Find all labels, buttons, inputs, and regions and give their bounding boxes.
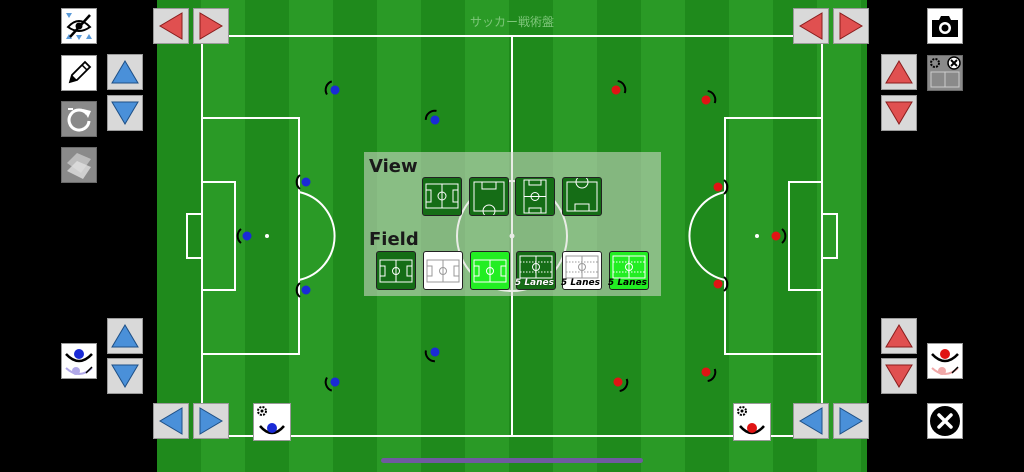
arrow-up-icon (111, 324, 139, 348)
red-down-arrow-button[interactable] (881, 95, 917, 131)
eraser-icon (67, 153, 91, 179)
field-option-white-5-lanes[interactable]: 5 Lanes (560, 251, 602, 290)
view-option-full[interactable] (422, 177, 462, 216)
close-button[interactable] (927, 403, 963, 439)
field-label: Field (369, 229, 419, 250)
arrow-right-icon (839, 407, 863, 435)
blue-team-settings-button[interactable] (253, 403, 291, 441)
field-option-bright-5-lanes[interactable]: 5 Lanes (607, 251, 649, 290)
red-left-arrow-button-top[interactable] (153, 8, 189, 44)
camera-icon (932, 16, 958, 37)
view-option-full-vertical[interactable] (515, 177, 555, 216)
red-formation-button[interactable] (927, 343, 963, 379)
settings-close-icon (930, 56, 961, 88)
right-goal (821, 213, 838, 259)
right-penalty-spot (755, 234, 759, 238)
arrow-up-icon (111, 60, 139, 84)
red-right-arrow-button-right-top[interactable] (833, 8, 869, 44)
blue-up-arrow-button-bottom[interactable] (107, 318, 143, 354)
rotate-icon (67, 108, 91, 132)
view-field-panel: View Field 5 Lanes 5 Lanes 5 Lanes (364, 152, 661, 296)
home-indicator[interactable] (381, 458, 643, 463)
field-option-white[interactable] (423, 251, 463, 290)
eraser-button[interactable] (61, 147, 97, 183)
arrow-left-icon (799, 407, 823, 435)
red-right-arrow-button-top[interactable] (193, 8, 229, 44)
blue-left-arrow-button-right-bottom[interactable] (793, 403, 829, 439)
left-goal (186, 213, 203, 259)
blue-down-arrow-button-bottom[interactable] (107, 358, 143, 394)
left-penalty-spot (265, 234, 269, 238)
field-option-dark-5-lanes[interactable]: 5 Lanes (514, 251, 556, 290)
left-penalty-box (201, 117, 300, 355)
arrow-right-icon (199, 12, 223, 40)
field-option-label: 5 Lanes (560, 278, 600, 288)
left-goal-area (201, 181, 236, 291)
arrow-up-icon (885, 324, 913, 348)
view-option-half-bottom[interactable] (469, 177, 509, 218)
visibility-toggle-icon (66, 13, 92, 40)
arrow-up-icon (885, 60, 913, 84)
pencil-icon (68, 60, 92, 84)
red-team-gear-icon (737, 406, 765, 435)
arrow-left-icon (159, 407, 183, 435)
field-option-label: 5 Lanes (607, 278, 647, 288)
arrow-right-icon (839, 12, 863, 40)
view-label: View (369, 156, 418, 177)
visibility-toggle-button[interactable] (61, 8, 97, 44)
arrow-down-icon (111, 364, 139, 388)
red-team-settings-button[interactable] (733, 403, 771, 441)
app-title: サッカー戦術盤 (469, 15, 554, 29)
blue-right-arrow-button-right-bottom[interactable] (833, 403, 869, 439)
camera-button[interactable] (927, 8, 963, 44)
red-up-arrow-button-bottom[interactable] (881, 318, 917, 354)
blue-right-arrow-button-bottom[interactable] (193, 403, 229, 439)
right-penalty-arc (688, 191, 726, 281)
red-player-formation-icon (931, 349, 959, 375)
view-option-half-top[interactable] (562, 175, 602, 216)
arrow-down-icon (885, 364, 913, 388)
blue-down-arrow-button[interactable] (107, 95, 143, 131)
rotate-button[interactable] (61, 101, 97, 137)
field-lines (186, 35, 838, 437)
right-goal-area (788, 181, 823, 291)
field-option-dark[interactable] (376, 251, 416, 290)
blue-up-arrow-button[interactable] (107, 54, 143, 90)
red-left-arrow-button-right-top[interactable] (793, 8, 829, 44)
arrow-left-icon (159, 12, 183, 40)
arrow-down-icon (885, 101, 913, 125)
arrow-right-icon (199, 407, 223, 435)
arrow-left-icon (799, 12, 823, 40)
settings-close-button[interactable] (927, 55, 963, 91)
pencil-button[interactable] (61, 55, 97, 91)
arrow-down-icon (111, 101, 139, 125)
blue-team-gear-icon (257, 406, 285, 435)
close-icon (930, 406, 960, 436)
red-up-arrow-button[interactable] (881, 54, 917, 90)
soccer-field[interactable] (157, 0, 867, 472)
blue-formation-button[interactable] (61, 343, 97, 379)
right-penalty-box (724, 117, 823, 355)
red-down-arrow-button-bottom[interactable] (881, 358, 917, 394)
field-option-bright[interactable] (470, 251, 510, 290)
field-option-label: 5 Lanes (514, 278, 554, 288)
blue-left-arrow-button-bottom[interactable] (153, 403, 189, 439)
blue-player-formation-icon (65, 349, 93, 375)
left-penalty-arc (298, 191, 336, 281)
